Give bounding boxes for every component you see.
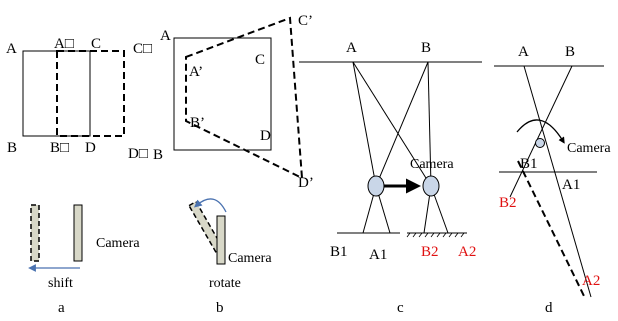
camera-label: Camera <box>96 236 140 251</box>
label-a-prime: A’ <box>189 64 203 80</box>
label-c: C <box>91 36 101 52</box>
frame-rotated <box>185 16 304 180</box>
rotate-arrow-icon <box>194 198 227 213</box>
frame-original <box>173 37 272 151</box>
label-b: B <box>153 147 163 163</box>
camera-label: Camera <box>228 251 272 266</box>
label-b: B <box>421 40 431 56</box>
panel-b: A A’ C C’ B B’ D D’ Camera rotate b <box>153 13 314 316</box>
caption-b: b <box>216 300 224 316</box>
caption-a: a <box>58 300 65 316</box>
label-d-prime: D’ <box>298 175 314 191</box>
ray <box>352 61 432 187</box>
ray <box>375 61 429 187</box>
label-d: D <box>85 140 96 156</box>
ray <box>523 65 592 298</box>
label-a1: A1 <box>562 177 580 193</box>
panel-d: A B Camera B1 A1 B2 A2 d <box>494 44 611 316</box>
label-d: D <box>260 128 271 144</box>
label-b-prime: B□ <box>50 140 69 156</box>
label-a: A <box>160 28 171 44</box>
label-c-prime: C’ <box>298 13 313 29</box>
label-a1: A1 <box>369 247 387 263</box>
label-b2: B2 <box>499 195 517 211</box>
label-a: A <box>518 44 529 60</box>
label-b1: B1 <box>330 244 348 260</box>
camera-original-icon <box>216 215 226 265</box>
frame-shifted <box>56 50 125 137</box>
camera-icon <box>535 138 545 148</box>
rotate-arrow-icon <box>516 119 565 144</box>
camera-shifted-icon <box>30 204 40 262</box>
panel-c: A B Camera B1 A1 B2 A2 c <box>299 40 482 316</box>
panel-a: A A□ C C□ B B□ D D□ Camera shift a <box>6 36 152 316</box>
label-a2: A2 <box>582 273 600 289</box>
ray <box>509 65 573 198</box>
label-a: A <box>346 40 357 56</box>
label-b: B <box>565 44 575 60</box>
shift-label: shift <box>48 276 73 291</box>
caption-c: c <box>397 300 404 316</box>
caption-d: d <box>545 300 553 316</box>
label-a-prime: A□ <box>54 36 74 52</box>
camera-label: Camera <box>410 157 454 172</box>
camera-right-icon <box>422 175 440 197</box>
image-plane-tilted <box>517 160 585 297</box>
label-a2: A2 <box>458 244 476 260</box>
label-a: A <box>6 41 17 57</box>
label-d-prime: D□ <box>128 146 148 162</box>
label-b-prime: B’ <box>190 115 205 131</box>
camera-original-icon <box>73 204 83 262</box>
image-plane-hatch <box>406 232 465 238</box>
label-b2: B2 <box>421 244 439 260</box>
ray <box>427 61 432 187</box>
label-c: C <box>255 52 265 68</box>
label-c-prime: C□ <box>133 41 152 57</box>
label-b1: B1 <box>520 156 538 172</box>
ray <box>352 61 377 187</box>
camera-left-icon <box>367 175 385 197</box>
camera-label: Camera <box>567 141 611 156</box>
rotate-label: rotate <box>209 276 241 291</box>
label-b: B <box>7 140 17 156</box>
